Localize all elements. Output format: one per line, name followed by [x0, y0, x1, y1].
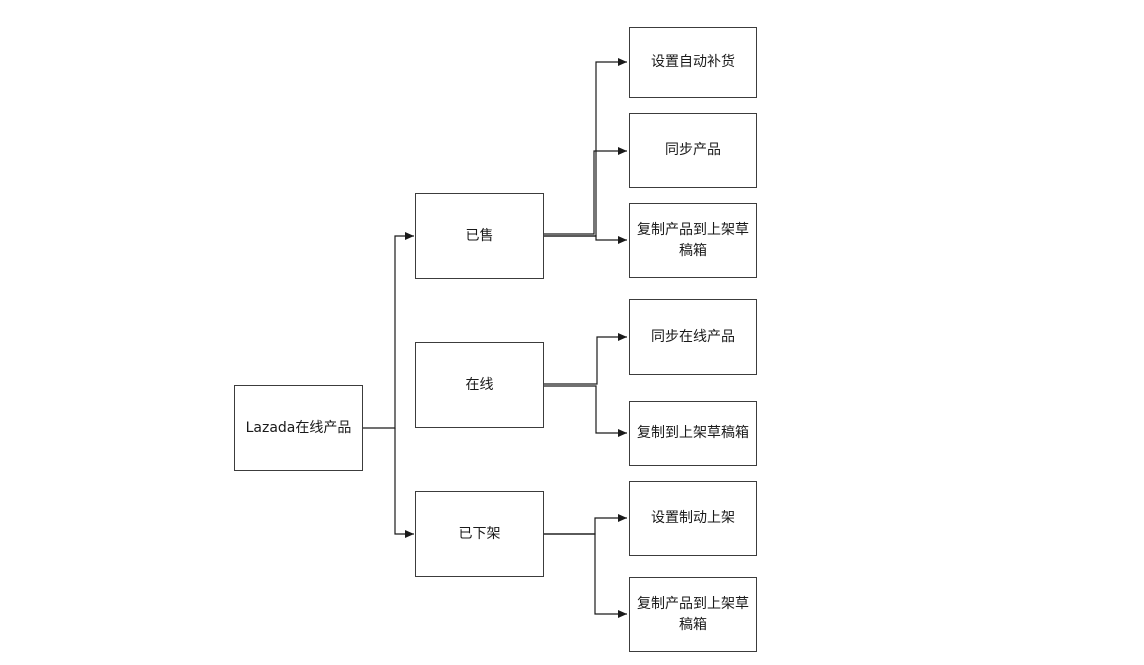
node-online[interactable]: 在线	[415, 342, 544, 428]
node-offline-child-1[interactable]: 设置制动上架	[629, 481, 757, 556]
node-online-child-1-label: 同步在线产品	[651, 328, 735, 345]
edge-online-2	[544, 385, 627, 437]
edge-root-sold	[363, 232, 414, 429]
connector-offline	[544, 514, 627, 618]
node-offline-label: 已下架	[458, 525, 501, 542]
edge-offline-1	[544, 514, 627, 535]
node-sold[interactable]: 已售	[415, 193, 544, 279]
node-root-label: Lazada在线产品	[245, 419, 352, 436]
node-online-child-2[interactable]: 复制到上架草稿箱	[629, 401, 757, 466]
connector-sold	[544, 58, 627, 244]
node-offline-child-2-label: 复制产品到上架草稿箱	[637, 595, 749, 633]
edge-sold-2	[544, 147, 627, 235]
edge-online-1	[544, 333, 627, 385]
connector-online	[544, 333, 627, 437]
edge-sold-1	[544, 58, 627, 237]
node-sold-label: 已售	[465, 227, 494, 244]
node-online-label: 在线	[465, 376, 494, 393]
node-root[interactable]: Lazada在线产品	[234, 385, 363, 471]
node-sold-child-3-label: 复制产品到上架草稿箱	[637, 221, 749, 259]
node-offline-child-1-label: 设置制动上架	[651, 510, 735, 526]
node-sold-child-1[interactable]: 设置自动补货	[629, 27, 757, 98]
edge-root-offline	[394, 428, 414, 538]
node-offline-child-2[interactable]: 复制产品到上架草稿箱	[629, 577, 757, 652]
edge-sold-3	[544, 235, 627, 244]
node-sold-child-2-label: 同步产品	[665, 142, 721, 158]
node-sold-child-2[interactable]: 同步产品	[629, 113, 757, 188]
edge-offline-2	[544, 533, 627, 618]
node-sold-child-1-label: 设置自动补货	[651, 54, 735, 70]
node-online-child-1[interactable]: 同步在线产品	[629, 299, 757, 375]
node-offline[interactable]: 已下架	[415, 491, 544, 577]
node-sold-child-3[interactable]: 复制产品到上架草稿箱	[629, 203, 757, 278]
connector-root	[363, 232, 414, 538]
node-online-child-2-label: 复制到上架草稿箱	[637, 425, 749, 441]
